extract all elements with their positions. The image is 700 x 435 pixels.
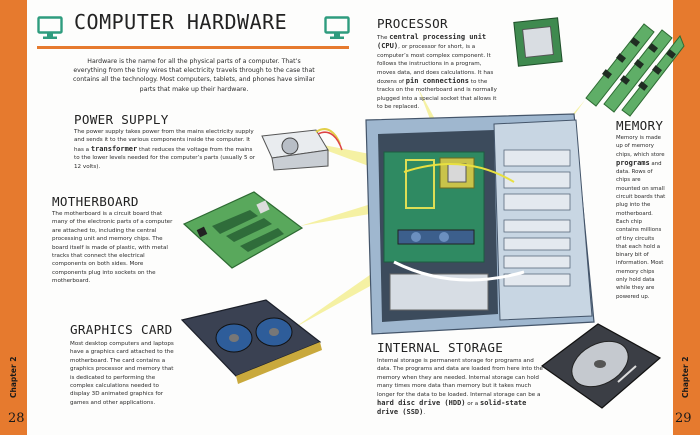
memory-sticks-illustration: [585, 23, 685, 117]
computer-case-illustration: [365, 113, 595, 335]
page-title: Computer Hardware: [74, 10, 288, 34]
power-supply-heading: Power Supply: [74, 112, 169, 127]
memory-heading: Memory: [616, 118, 664, 133]
monitor-icon: [324, 16, 350, 39]
memory-text: Memory is made up of memory chips, which…: [616, 135, 666, 300]
hard-drive-illustration: [540, 323, 662, 409]
internal-storage-heading: Internal Storage: [377, 340, 504, 355]
internal-storage-text: Internal storage is permanent storage fo…: [377, 358, 543, 417]
chapter-tab-right: [673, 0, 700, 435]
cpu-chip-illustration: [513, 17, 563, 67]
chapter-tab-left: [0, 0, 27, 435]
title-underline: [37, 46, 349, 49]
processor-text: The central processing unit (CPU), or pr…: [377, 33, 497, 111]
processor-heading: Processor: [377, 16, 448, 31]
intro-paragraph: Hardware is the name for all the physica…: [73, 58, 315, 93]
motherboard-text: The motherboard is a circuit board that …: [52, 211, 173, 285]
page-number-right: 29: [675, 411, 692, 426]
motherboard-heading: Motherboard: [52, 194, 139, 209]
page-number-left: 28: [8, 411, 25, 426]
motherboard-illustration: [182, 191, 304, 269]
graphics-card-illustration: [180, 299, 322, 384]
power-supply-text: The power supply takes power from the ma…: [74, 129, 256, 170]
graphics-card-text: Most desktop computers and laptops have …: [70, 341, 174, 406]
graphics-card-heading: Graphics Card: [70, 322, 173, 337]
power-supply-illustration: [261, 128, 343, 171]
monitor-icon: [37, 16, 63, 39]
